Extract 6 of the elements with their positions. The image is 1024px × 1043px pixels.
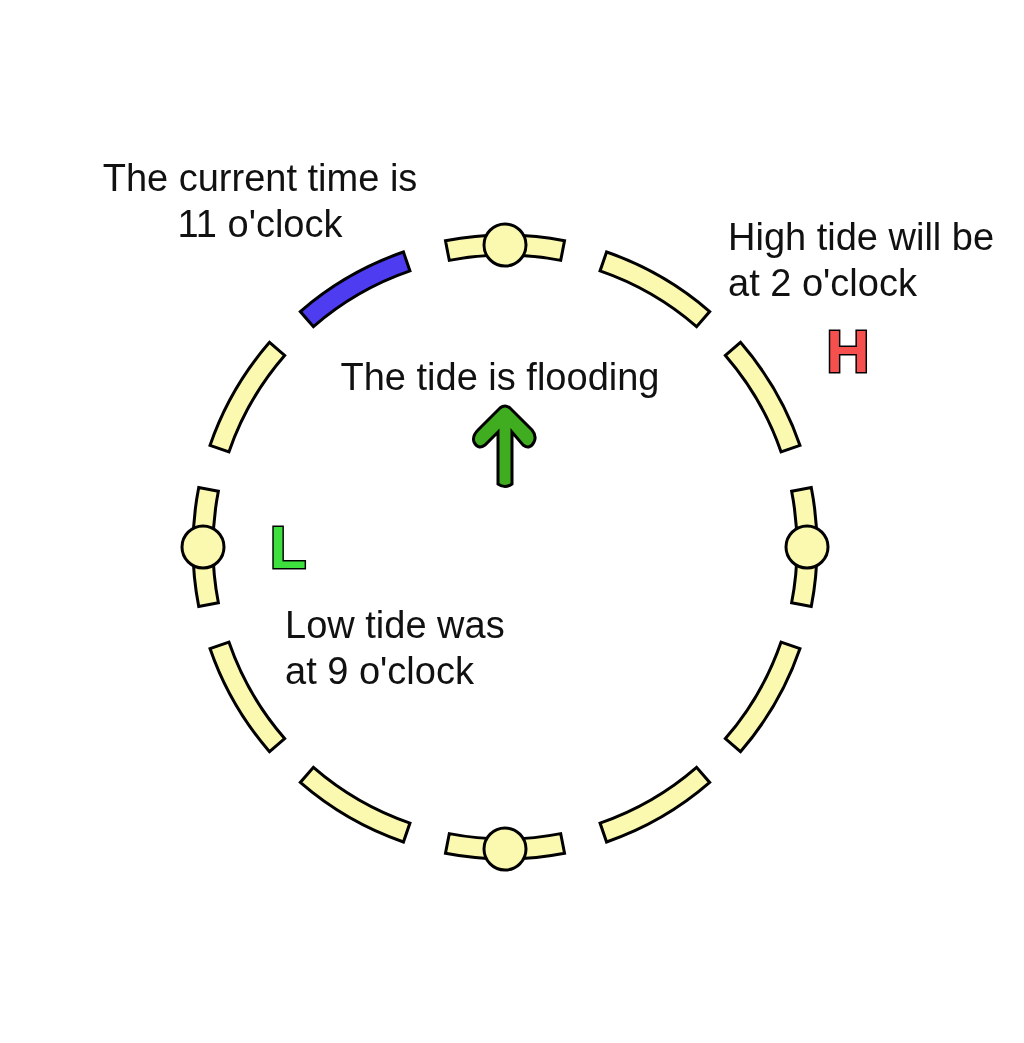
time-note: The current time is 11 o'clock (101, 156, 419, 247)
high-tide-note: High tide will be at 2 o'clock (728, 215, 996, 306)
low-tide-letter: L (268, 518, 308, 578)
low-tide-note: Low tide was at 9 o'clock (285, 603, 506, 694)
high-tide-letter: H (825, 322, 871, 382)
tide-state-note: The tide is flooding (339, 355, 661, 400)
